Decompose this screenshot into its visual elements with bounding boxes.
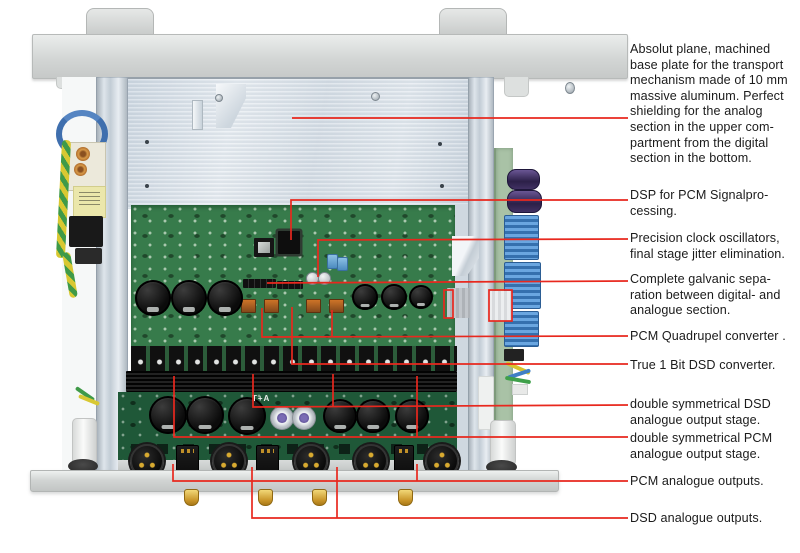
silver-capacitor <box>270 406 294 430</box>
mains-connector-lower <box>75 248 102 264</box>
annotation-line: cessing. <box>630 203 677 218</box>
annotation-line: section in the upper com- <box>630 119 774 134</box>
rca-jack <box>258 489 273 506</box>
clock-oscillator <box>318 272 331 285</box>
mains-connector <box>69 216 103 247</box>
ic-row <box>131 444 451 454</box>
optocoupler-row <box>243 279 276 288</box>
pcb-brand-logo: T+A <box>252 394 271 403</box>
pcm-converter-chip <box>329 299 344 313</box>
plate-screw <box>215 94 223 102</box>
annotation-line: double symmetrical DSD <box>630 397 771 411</box>
isolation-ribbon-cable <box>489 291 512 321</box>
rear-connector-white <box>512 384 528 395</box>
rca-jack <box>184 489 199 506</box>
heatsink-bar <box>126 371 457 392</box>
electrolytic-capacitor <box>381 284 407 310</box>
annotation-line: True 1 Bit DSD converter. <box>630 358 776 372</box>
filter-capacitor <box>323 399 357 433</box>
ribbon-cable <box>447 288 470 318</box>
socketed-chip <box>254 238 274 257</box>
left-standoff-base <box>68 459 98 473</box>
toroid-choke <box>74 163 87 176</box>
electrolytic-capacitor <box>409 285 433 309</box>
purple-capacitor <box>507 190 542 213</box>
plate-screw-hole <box>438 142 442 146</box>
pcm-converter-chip <box>264 299 279 313</box>
annotation-line: Complete galvanic sepa- <box>630 272 771 286</box>
electrolytic-capacitor <box>352 284 378 310</box>
annotation-line: Absolut plane, machined <box>630 42 771 56</box>
annotation-line: final stage jitter elimination. <box>630 246 785 261</box>
plate-screw-hole <box>145 184 149 188</box>
top-foot-left <box>86 8 154 37</box>
silver-capacitor <box>292 406 316 430</box>
annotation-pcm-quad: PCM Quadrupel converter . <box>630 329 798 345</box>
electrolytic-capacitor <box>171 280 207 316</box>
blue-heatsink-fins <box>504 215 539 260</box>
mains-filter-label <box>73 186 106 218</box>
rca-jack <box>312 489 327 506</box>
electrolytic-capacitor <box>207 280 243 316</box>
annotation-line: analogue section. <box>630 303 731 318</box>
annotation-line: double symmetrical PCM <box>630 431 773 445</box>
annotation-clock: Precision clock oscillators,final stage … <box>630 231 798 262</box>
filter-capacitor <box>356 399 390 433</box>
annotation-line: partment from the digital <box>630 135 769 150</box>
annotation-line: ration between digital- and <box>630 287 781 302</box>
blue-capacitor <box>337 257 348 271</box>
annotation-line: DSP for PCM Signalpro- <box>630 188 769 202</box>
panel-screw <box>565 82 575 94</box>
bottom-base-plate <box>30 470 559 492</box>
filter-capacitor <box>149 396 187 434</box>
digital-pcb <box>131 205 455 348</box>
annotation-line: mechanism made of 10 mm <box>630 73 788 88</box>
annotation-dsd-conv: True 1 Bit DSD converter. <box>630 358 798 374</box>
plate-screw-hole <box>440 184 444 188</box>
rca-jack <box>398 489 413 506</box>
plate-bracket-tab <box>192 100 203 130</box>
dsp-chip <box>278 231 300 254</box>
purple-capacitor <box>507 169 540 190</box>
pcm-converter-chip <box>241 299 256 313</box>
front-panel <box>32 34 628 79</box>
annotation-line: DSD analogue outputs. <box>630 511 763 525</box>
left-standoff <box>72 418 97 466</box>
plate-screw <box>371 92 380 101</box>
aluminum-base-plate <box>128 77 470 209</box>
filter-capacitor <box>186 396 224 434</box>
optocoupler-row <box>277 281 303 289</box>
plate-screw-hole <box>145 140 149 144</box>
annotation-pcm-outputs: PCM analogue outputs. <box>630 474 798 490</box>
output-transistor-row <box>131 346 457 371</box>
rear-component <box>504 349 524 361</box>
panel-hook <box>504 77 529 97</box>
annotation-line: section in the bottom. <box>630 151 752 166</box>
annotation-galvanic: Complete galvanic sepa-ration between di… <box>630 272 798 319</box>
electrolytic-capacitor <box>135 280 171 316</box>
toroid-choke <box>76 147 90 161</box>
pcm-converter-chip <box>306 299 321 313</box>
annotation-line: shielding for the analog <box>630 104 763 119</box>
annotation-line: analogue output stage. <box>630 446 761 461</box>
top-foot-right <box>439 8 507 37</box>
annotation-line: PCM Quadrupel converter . <box>630 329 786 343</box>
annotation-line: Precision clock oscillators, <box>630 231 780 245</box>
annotation-dsd-outputs: DSD analogue outputs. <box>630 511 798 527</box>
annotation-line: massive aluminum. Perfect <box>630 88 784 103</box>
annotation-line: PCM analogue outputs. <box>630 474 764 488</box>
annotation-dsp: DSP for PCM Signalpro-cessing. <box>630 188 798 219</box>
annotation-line: analogue output stage. <box>630 412 761 427</box>
filter-capacitor <box>395 399 429 433</box>
annotation-line: base plate for the transport <box>630 57 784 72</box>
